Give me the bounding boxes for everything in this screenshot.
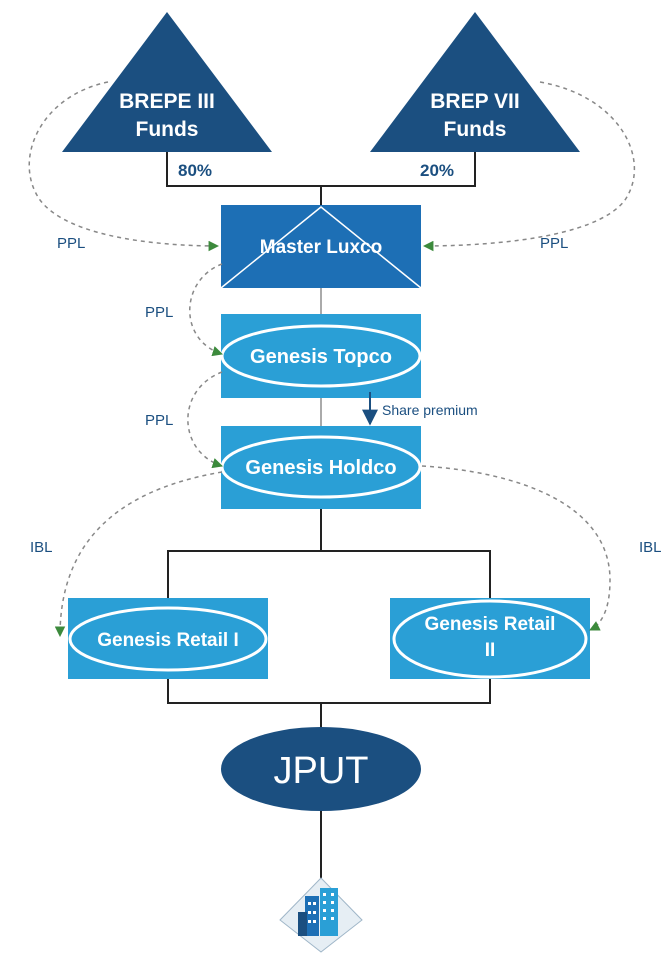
ownership-connector	[166, 152, 476, 205]
ppl-label-right: PPL	[540, 235, 568, 252]
share-premium-label: Share premium	[382, 402, 478, 418]
fund-brep-vii-line1: BREP VII	[430, 90, 519, 113]
entity-jput: JPUT	[221, 727, 421, 811]
fund-brepe-iii-line1: BREPE III	[119, 90, 215, 113]
ownership-pct-left: 80%	[178, 161, 212, 180]
ppl-label-left: PPL	[57, 235, 85, 252]
ppl-arrow-right	[422, 81, 635, 252]
fund-brep-vii: BREP VII Funds	[370, 12, 580, 152]
genesis-topco-label: Genesis Topco	[250, 346, 392, 368]
holdco-retail-connector	[167, 509, 491, 598]
fund-brepe-iii-line2: Funds	[136, 118, 199, 141]
genesis-retail-ii-label-line2: II	[485, 640, 496, 661]
entity-genesis-retail-i: Genesis Retail I	[68, 598, 268, 679]
ibl-arrow-right	[421, 465, 611, 631]
genesis-retail-i-label: Genesis Retail I	[97, 630, 239, 651]
fund-brepe-iii: BREPE III Funds	[62, 12, 272, 152]
ppl-arrow-holdco	[187, 371, 224, 469]
ibl-label-right: IBL	[639, 539, 662, 556]
fund-brep-vii-line2: Funds	[444, 118, 507, 141]
retail-jput-connector	[167, 679, 491, 728]
ibl-label-left: IBL	[30, 539, 53, 556]
ibl-arrow-left	[54, 471, 223, 638]
building-icon	[279, 877, 363, 953]
jput-label: JPUT	[274, 750, 369, 792]
ppl-arrow-left	[28, 81, 220, 252]
entity-genesis-holdco: Genesis Holdco	[220, 426, 422, 509]
entity-genesis-topco: Genesis Topco	[220, 314, 422, 398]
ownership-pct-right: 20%	[420, 161, 454, 180]
genesis-retail-ii-label-line1: Genesis Retail	[425, 614, 556, 635]
entity-genesis-retail-ii: Genesis Retail II	[390, 598, 590, 679]
genesis-holdco-label: Genesis Holdco	[245, 457, 396, 479]
ppl-label-holdco: PPL	[145, 412, 173, 429]
ppl-arrow-topco	[189, 263, 224, 357]
ppl-label-topco: PPL	[145, 304, 173, 321]
entity-master-luxco: Master Luxco	[220, 205, 422, 289]
master-luxco-label: Master Luxco	[260, 237, 382, 258]
